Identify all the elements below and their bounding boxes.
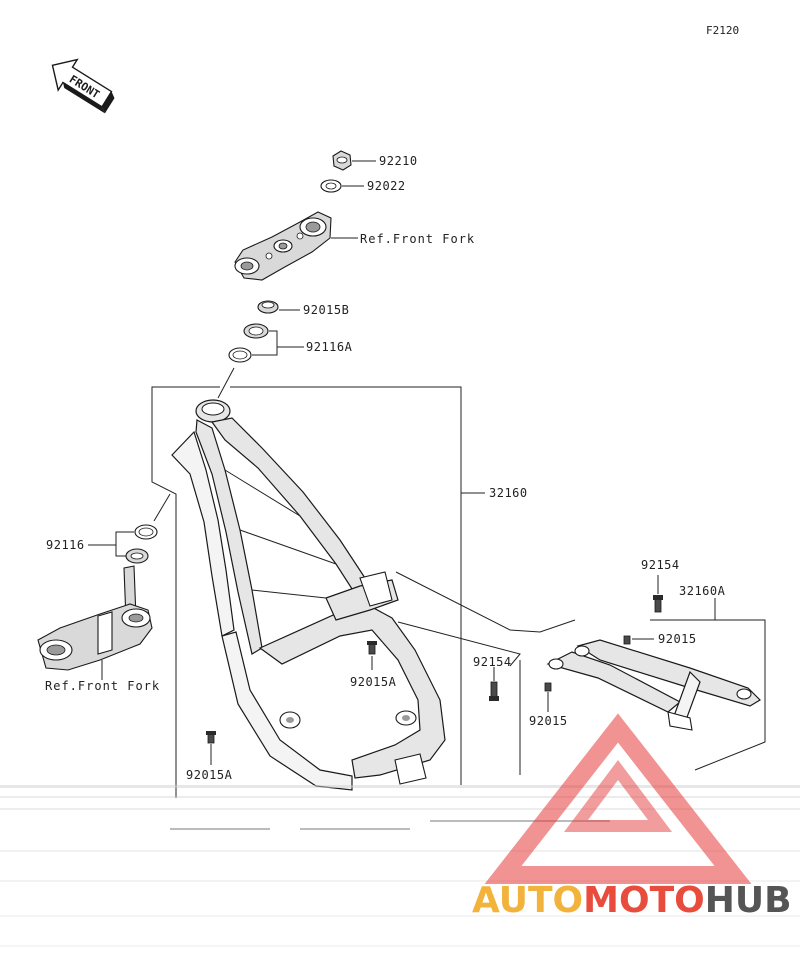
scan-noise-band	[0, 785, 800, 947]
bolt-right-mid	[489, 681, 499, 701]
label-upper-bearing: 92116A	[306, 340, 353, 354]
watermark-auto: AUTO	[472, 880, 583, 921]
watermark-hub: HUB	[705, 880, 792, 921]
lower-steering-bearing	[125, 524, 158, 564]
label-upper-bracket-ref: Ref.Front Fork	[360, 232, 475, 246]
watermark-moto: MOTO	[583, 880, 705, 921]
label-plug-left-bottom: 92015A	[186, 768, 233, 782]
diagram-code: F2120	[706, 24, 739, 37]
label-bolt-right-mid: 92154	[473, 655, 512, 669]
bolt-right-top	[653, 595, 663, 613]
label-plug-right-top: 92015	[658, 632, 697, 646]
label-nut: 92210	[379, 154, 418, 168]
label-plug-right-mid: 92015	[529, 714, 568, 728]
svg-text:AUTOMOTOHUB: AUTOMOTOHUB	[472, 880, 792, 921]
label-frame: 32160	[489, 486, 528, 500]
label-steering-stem-ref: Ref.Front Fork	[45, 679, 160, 693]
label-subframe: 32160A	[679, 584, 726, 598]
upper-steering-bracket	[234, 211, 332, 281]
automotohub-watermark-logo: AUTOMOTOHUB	[472, 713, 792, 921]
steering-seal	[257, 300, 279, 314]
steering-stem-lower-bracket	[37, 565, 153, 671]
steering-stem-nut	[332, 150, 352, 171]
plug-right-mid	[544, 682, 552, 692]
plug-left-bottom	[206, 731, 216, 744]
steering-stem-washer	[320, 179, 342, 193]
sub-frame	[546, 639, 761, 731]
label-lower-bearing: 92116	[46, 538, 85, 552]
upper-steering-bearing	[228, 323, 269, 363]
label-seal: 92015B	[303, 303, 349, 317]
label-washer: 92022	[367, 179, 406, 193]
plug-right-top	[623, 635, 631, 645]
front-arrow-icon: FRONT	[51, 58, 115, 114]
label-plug-center: 92015A	[350, 675, 397, 689]
label-bolt-right-top: 92154	[641, 558, 680, 572]
plug-center	[367, 641, 377, 655]
main-frame	[171, 399, 446, 791]
